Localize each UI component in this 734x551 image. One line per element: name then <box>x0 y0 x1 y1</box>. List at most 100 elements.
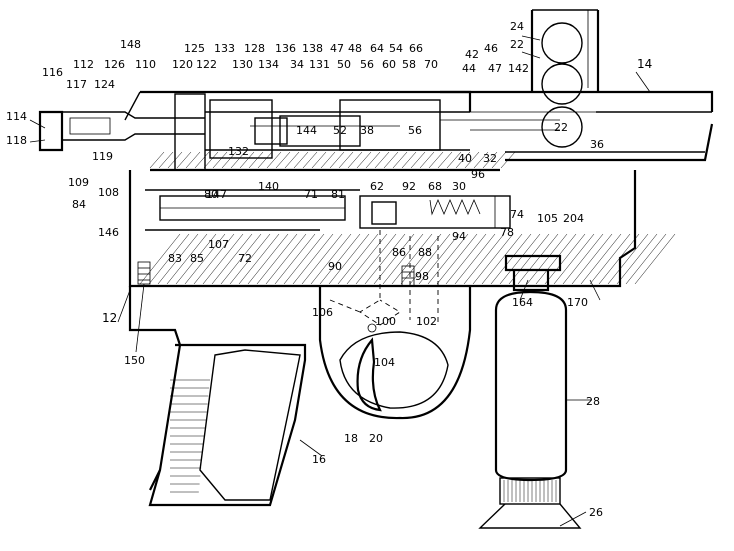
label-12: 12 <box>102 311 117 325</box>
label-38: 38 <box>360 124 374 137</box>
label-142: 142 <box>508 62 529 75</box>
label-94: 94 <box>452 230 466 243</box>
label-122: 122 <box>196 58 217 71</box>
label-70: 70 <box>424 58 438 71</box>
label-138: 138 <box>302 42 323 55</box>
label-164: 164 <box>512 296 533 309</box>
label-42: 42 <box>465 48 479 61</box>
screw-98 <box>401 265 415 287</box>
label-74: 74 <box>510 208 524 221</box>
leader-lines <box>29 35 651 527</box>
barrel <box>440 90 714 162</box>
reference-numerals: 24 22 14 148 125 133 128 136 138 47 48 6… <box>6 20 652 519</box>
label-47b: 47 <box>488 62 502 75</box>
label-54: 54 <box>389 42 403 55</box>
label-148: 148 <box>120 38 141 51</box>
label-86: 86 <box>392 246 406 259</box>
label-125: 125 <box>184 42 205 55</box>
label-24: 24 <box>510 20 524 33</box>
body-hatching <box>139 151 676 285</box>
label-106: 106 <box>312 306 333 319</box>
trigger <box>356 323 382 412</box>
paintball-middle <box>541 63 583 105</box>
label-83: 83 <box>168 252 182 265</box>
label-56b: 56 <box>408 124 422 137</box>
label-100: 100 <box>375 315 396 328</box>
label-44: 44 <box>462 62 476 75</box>
label-144: 144 <box>296 124 317 137</box>
label-204: 204 <box>563 212 584 225</box>
label-170: 170 <box>567 296 588 309</box>
label-114: 114 <box>6 110 27 123</box>
label-98: 98 <box>415 270 429 283</box>
label-46: 46 <box>484 42 498 55</box>
label-18: 18 <box>344 432 358 445</box>
label-14: 14 <box>637 57 652 71</box>
label-104: 104 <box>374 356 395 369</box>
label-32: 32 <box>483 152 497 165</box>
upper-body <box>124 90 600 172</box>
label-16: 16 <box>312 453 326 466</box>
paintball-chamber <box>541 106 583 148</box>
label-136: 136 <box>275 42 296 55</box>
label-30: 30 <box>452 180 466 193</box>
label-48: 48 <box>348 42 362 55</box>
label-40: 40 <box>458 152 472 165</box>
label-108: 108 <box>98 186 119 199</box>
label-47a: 47 <box>330 42 344 55</box>
label-130: 130 <box>232 58 253 71</box>
label-110: 110 <box>135 58 156 71</box>
label-140: 140 <box>258 180 279 193</box>
label-85: 85 <box>190 252 204 265</box>
label-52: 52 <box>333 124 347 137</box>
label-102: 102 <box>416 315 437 328</box>
screw-150 <box>137 261 151 285</box>
label-58: 58 <box>402 58 416 71</box>
grip <box>148 343 307 507</box>
label-133: 133 <box>214 42 235 55</box>
label-50: 50 <box>337 58 351 71</box>
label-90: 90 <box>328 260 342 273</box>
label-22b: 22 <box>554 121 568 134</box>
label-134: 134 <box>258 58 279 71</box>
label-22a: 22 <box>510 38 524 51</box>
label-109: 109 <box>68 176 89 189</box>
paintball-upper <box>541 22 583 64</box>
label-20: 20 <box>369 432 383 445</box>
label-118: 118 <box>6 134 27 147</box>
feed-tube <box>530 9 600 92</box>
label-60: 60 <box>382 58 396 71</box>
label-132: 132 <box>228 145 249 158</box>
label-96: 96 <box>471 168 485 181</box>
label-119: 119 <box>92 150 113 163</box>
trigger-linkage <box>329 230 439 326</box>
label-80: 80 <box>204 188 218 201</box>
label-28: 28 <box>586 395 600 408</box>
trigger-valve <box>359 195 511 229</box>
label-64: 64 <box>370 42 384 55</box>
label-116: 116 <box>42 66 63 79</box>
label-84: 84 <box>72 198 86 211</box>
label-147: 147 <box>206 188 227 201</box>
label-34: 34 <box>290 58 304 71</box>
label-56a: 56 <box>360 58 374 71</box>
label-150: 150 <box>124 354 145 367</box>
label-146: 146 <box>98 226 119 239</box>
trigger-guard <box>318 286 472 420</box>
label-88: 88 <box>418 246 432 259</box>
label-117: 117 <box>66 78 87 91</box>
label-68: 68 <box>428 180 442 193</box>
label-112: 112 <box>73 58 94 71</box>
receiver-body <box>128 170 637 491</box>
label-107: 107 <box>208 238 229 251</box>
label-120: 120 <box>172 58 193 71</box>
gas-bottle <box>478 254 582 529</box>
label-81: 81 <box>331 188 345 201</box>
label-71: 71 <box>304 188 318 201</box>
label-128: 128 <box>244 42 265 55</box>
bolt-assembly <box>38 110 400 152</box>
label-92: 92 <box>402 180 416 193</box>
label-66: 66 <box>409 42 423 55</box>
label-131: 131 <box>309 58 330 71</box>
